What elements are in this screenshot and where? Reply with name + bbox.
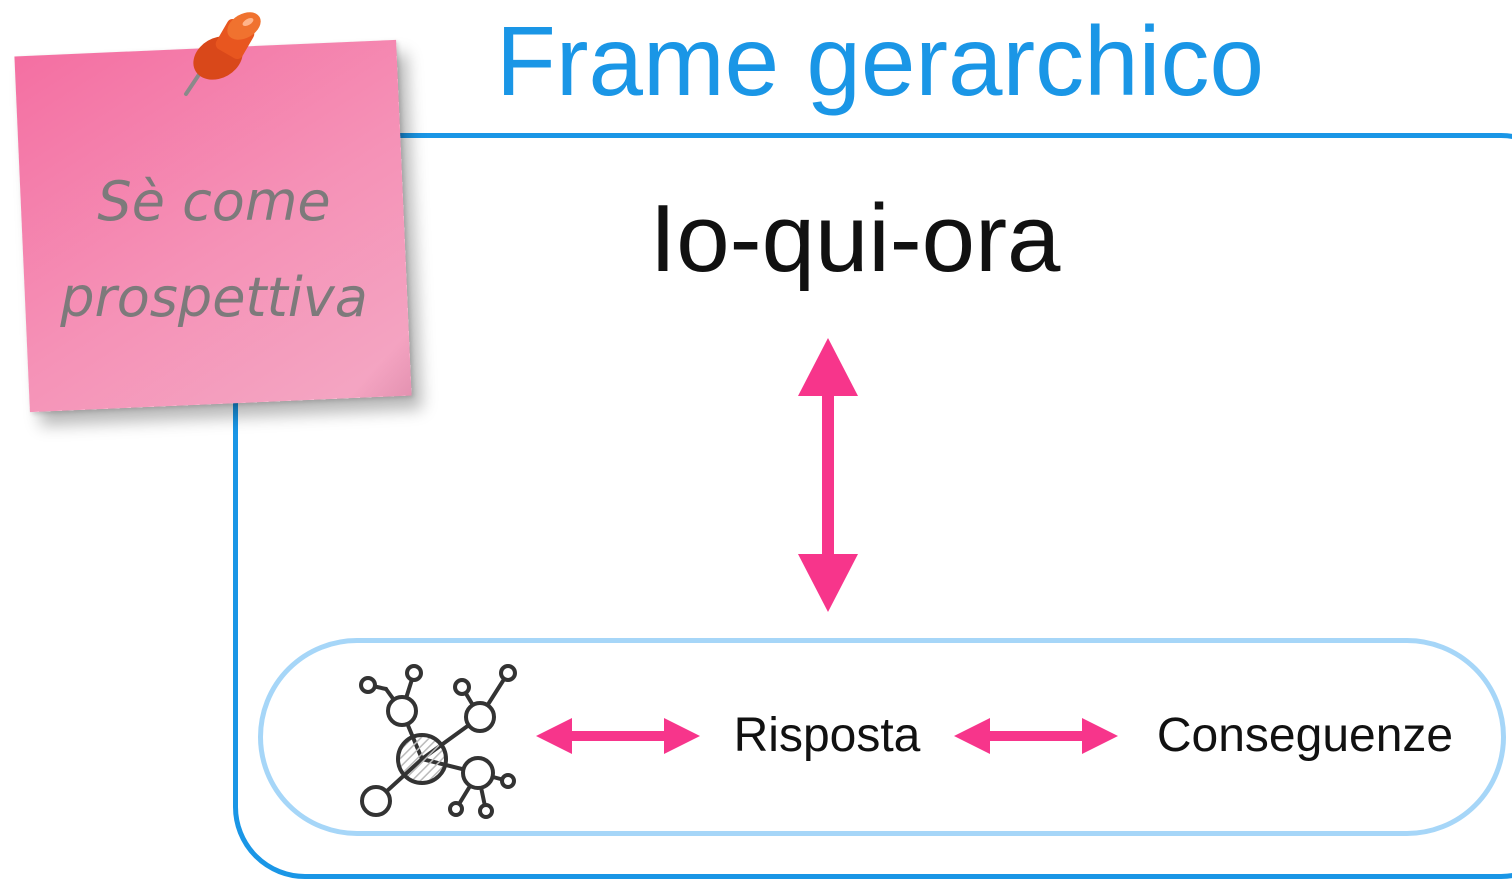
h-arrow-1-right-head <box>664 718 700 754</box>
vertical-arrow-up-head <box>798 338 858 396</box>
h-arrow-1-left-head <box>536 718 572 754</box>
h-arrow-2-right-head <box>1082 718 1118 754</box>
sticky-note-line-1: Sè come <box>97 169 331 233</box>
h-arrow-2-shaft <box>988 731 1084 741</box>
horizontal-double-arrow-left <box>536 718 700 754</box>
outer-frame <box>233 133 1512 879</box>
pushpin-icon <box>184 12 261 96</box>
sticky-note-line-2: prospettiva <box>60 265 368 329</box>
h-arrow-1-shaft <box>570 731 666 741</box>
sticky-note-text: Sè come prospettiva <box>23 154 405 346</box>
horizontal-double-arrow-right <box>954 718 1118 754</box>
vertical-arrow-shaft <box>822 394 834 556</box>
vertical-arrow-down-head <box>798 554 858 612</box>
main-label-io-qui-ora: Io-qui-ora <box>649 185 1061 292</box>
inner-frame <box>258 638 1506 836</box>
consequences-label: Conseguenze <box>1156 709 1454 762</box>
vertical-double-arrow <box>798 338 858 612</box>
diagram-title: Frame gerarchico <box>496 6 1264 116</box>
response-label: Risposta <box>733 709 921 762</box>
h-arrow-2-left-head <box>954 718 990 754</box>
network-icon <box>359 664 517 819</box>
